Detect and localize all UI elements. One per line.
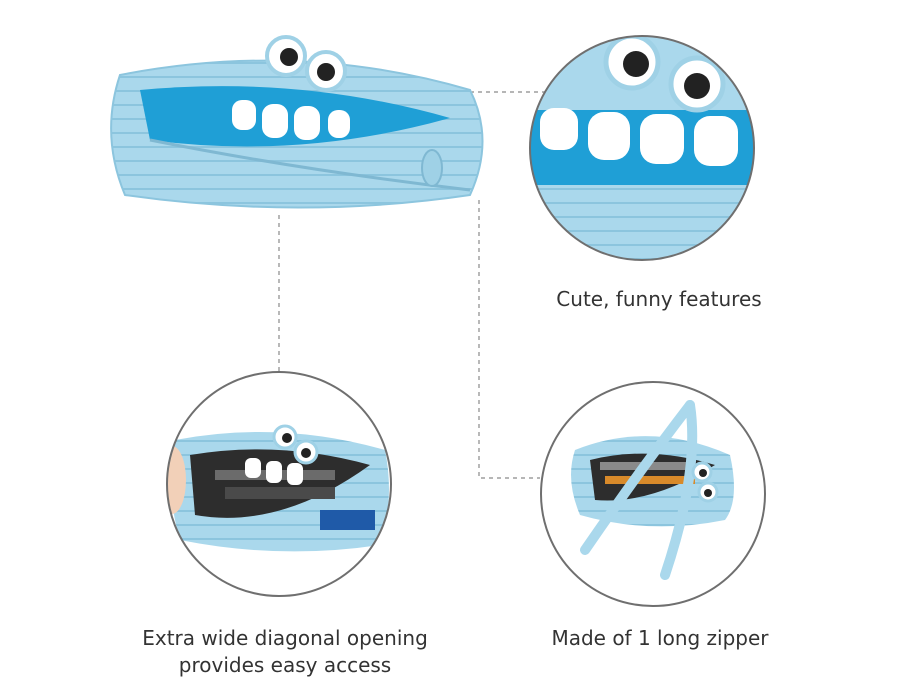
leader-line-zipper xyxy=(478,200,540,479)
feature-circle-features xyxy=(529,35,755,261)
feature-circle-opening xyxy=(166,371,392,597)
pouch-eyes xyxy=(265,35,347,92)
caption-features: Cute, funny features xyxy=(534,286,784,313)
caption-zipper-line: Made of 1 long zipper xyxy=(551,626,769,650)
caption-zipper: Made of 1 long zipper xyxy=(530,625,790,652)
feature-circle-zipper xyxy=(540,381,766,607)
caption-features-line: Cute, funny features xyxy=(556,287,762,311)
caption-opening-line-1: Extra wide diagonal opening xyxy=(142,626,428,650)
caption-opening-line-2: provides easy access xyxy=(178,653,392,677)
pouch-teeth xyxy=(232,100,350,140)
main-pouch xyxy=(110,35,484,209)
zipper-pull xyxy=(421,149,443,187)
leader-lines xyxy=(278,91,548,479)
pouch-zipper-line xyxy=(149,138,471,192)
caption-opening: Extra wide diagonal opening provides eas… xyxy=(110,625,460,679)
